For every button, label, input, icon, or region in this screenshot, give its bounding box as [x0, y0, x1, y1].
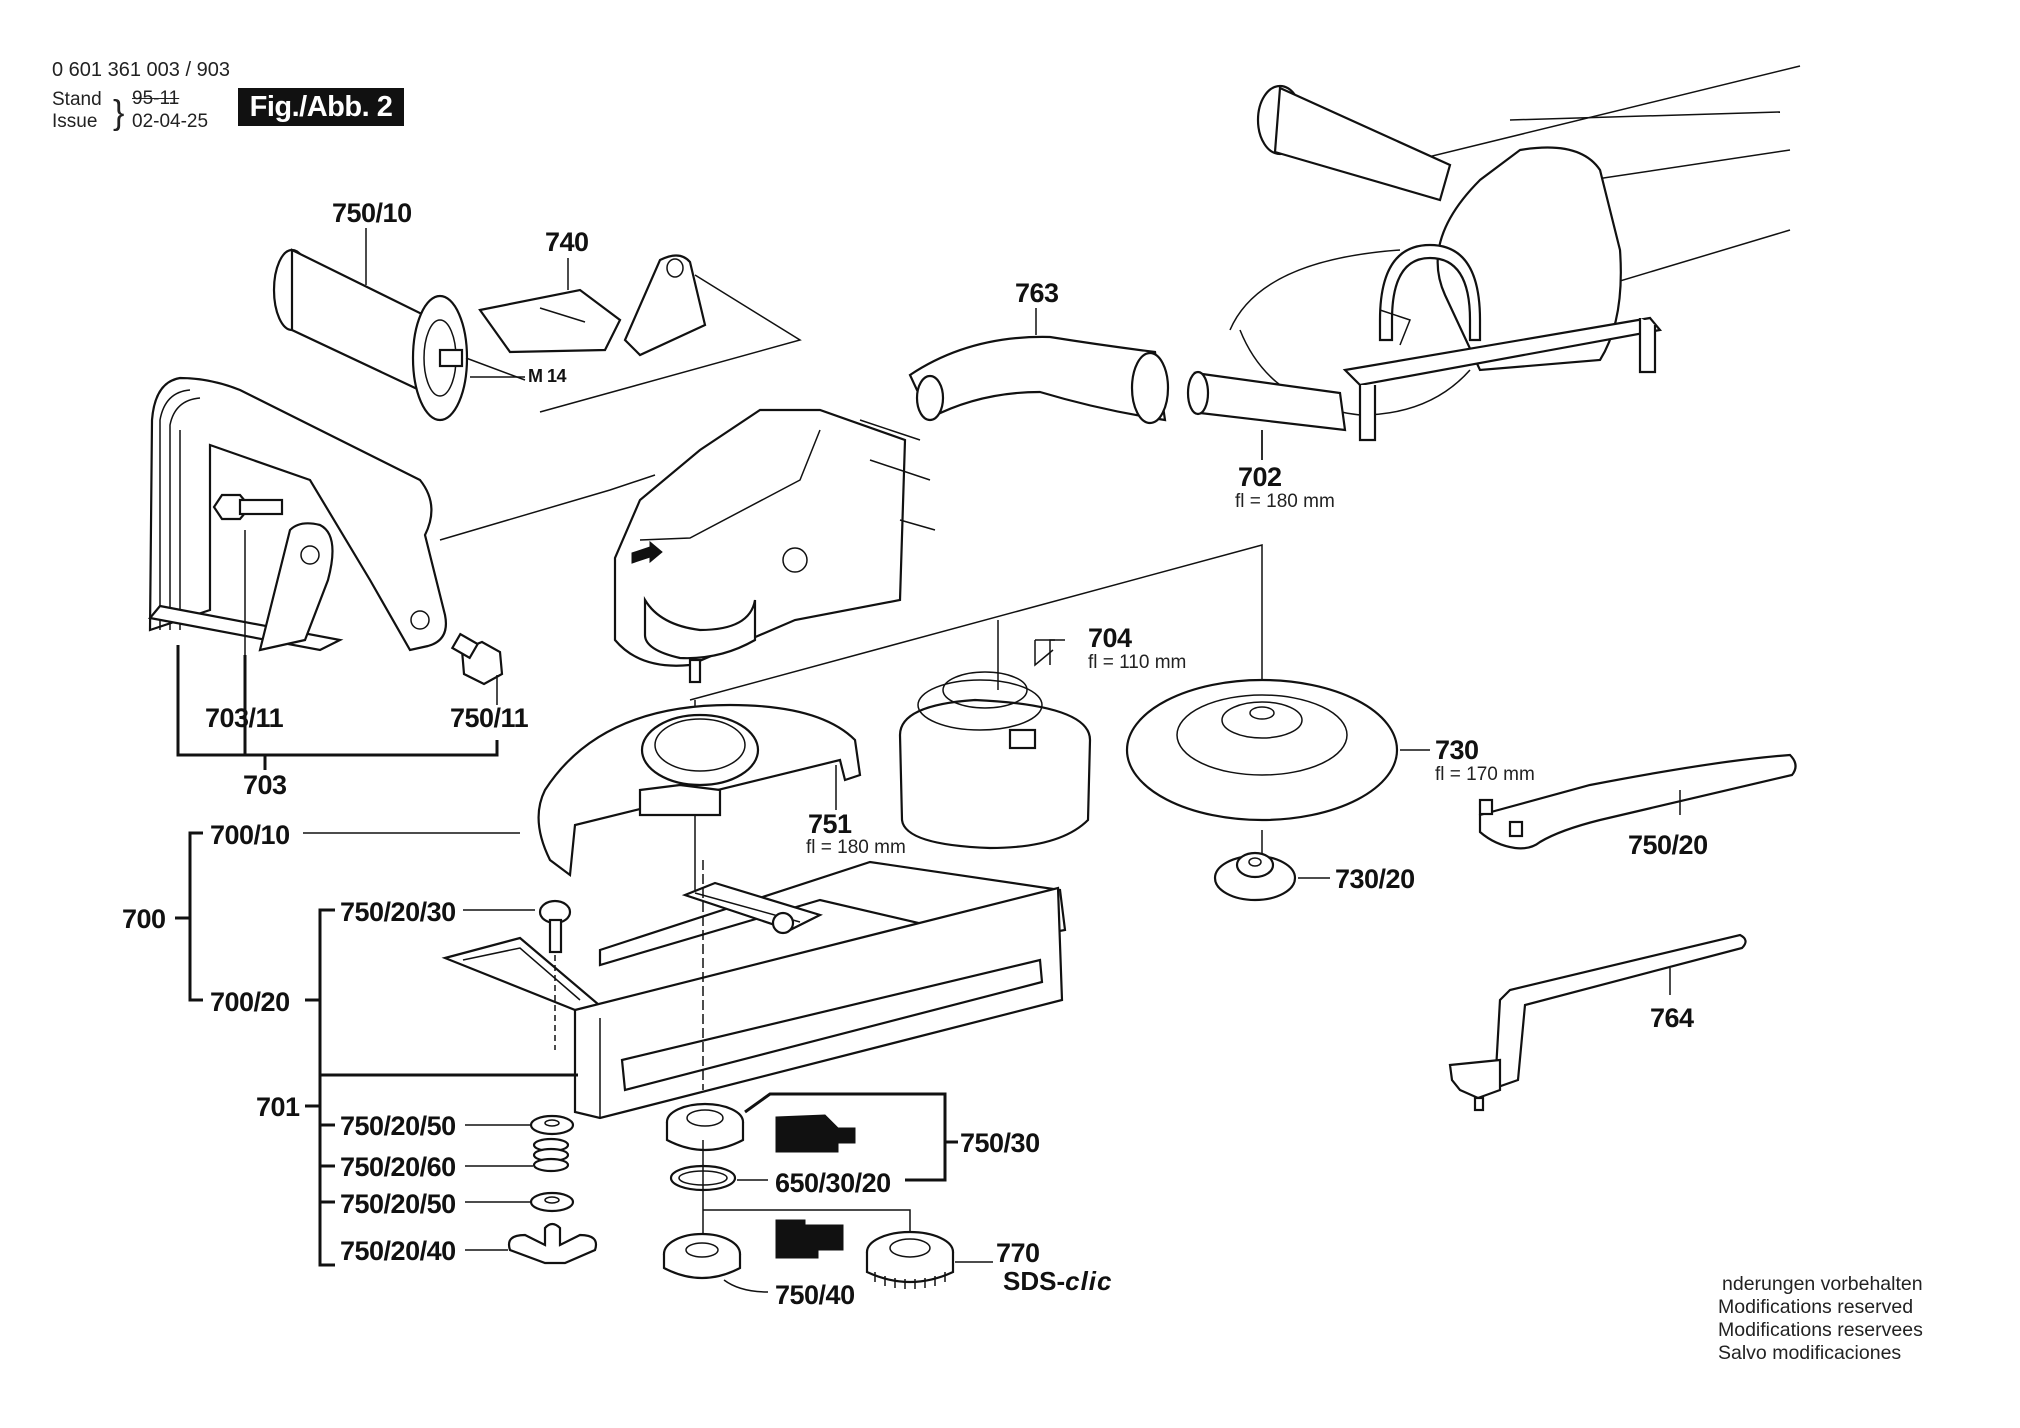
flange-750-40-illustration: [662, 1209, 911, 1280]
issue-value: 02-04-25: [132, 111, 209, 132]
handle-bow-703-illustration: [147, 376, 656, 686]
part-number: 0 601 361 003 / 903: [52, 59, 230, 81]
label-m14: M 14: [528, 366, 567, 386]
note-751: fl = 180 mm: [806, 837, 906, 858]
sds-suffix: clic: [1065, 1266, 1113, 1296]
label-701: 701: [256, 1092, 300, 1122]
guard-751-illustration: [537, 703, 862, 878]
brace-icon: }: [113, 94, 125, 132]
sds-clic-label: SDS-clic: [1003, 1266, 1113, 1297]
note-730: fl = 170 mm: [1435, 764, 1535, 785]
flange-730-20-illustration: [1213, 851, 1297, 902]
label-700: 700: [122, 904, 166, 934]
footer-line-de: nderungen vorbehalten: [1722, 1273, 1923, 1295]
label-730-20: 730/20: [1335, 864, 1415, 894]
label-764: 764: [1650, 1003, 1694, 1033]
label-750-11: 750/11: [450, 703, 529, 733]
label-750-20-40: 750/20/40: [340, 1236, 456, 1266]
footer-line-es: Salvo modificaciones: [1718, 1342, 1902, 1364]
label-750-20-30: 750/20/30: [340, 897, 456, 927]
label-700-10: 700/10: [210, 820, 290, 850]
alignment-line: [689, 544, 1263, 701]
extraction-hood-704-illustration: [898, 639, 1092, 850]
spanner-750-20-illustration: [1478, 753, 1797, 850]
angle-grinder-illustration: [613, 408, 936, 890]
bracket-740-illustration: [478, 254, 802, 413]
washer-stack-illustration: [507, 1114, 598, 1265]
assembled-grinder-illustration: [1229, 65, 1801, 442]
issue-label: Issue: [52, 111, 98, 132]
hose-763-illustration: [908, 335, 1170, 425]
bolt-750-20-30-illustration: [538, 899, 572, 1050]
label-703-11: 703/11: [205, 703, 284, 733]
label-750-20-50-a: 750/20/50: [340, 1111, 456, 1141]
label-763: 763: [1015, 278, 1059, 308]
label-751: 751: [808, 809, 852, 839]
footer-line-en: Modifications reserved: [1718, 1296, 1914, 1318]
guide-rail-700-20-illustration: [441, 860, 1067, 1120]
label-750-20-60: 750/20/60: [340, 1152, 456, 1182]
label-740: 740: [545, 227, 589, 257]
side-handle-illustration: [272, 248, 526, 422]
label-700-20: 700/20: [210, 987, 290, 1017]
leader-lines: [175, 228, 1430, 1293]
stand-value-struck: 95-11: [132, 88, 180, 109]
label-650-30-20: 650/30/20: [775, 1168, 891, 1198]
note-704: fl = 110 mm: [1088, 652, 1187, 673]
label-703: 703: [243, 770, 287, 800]
disc-730-illustration: [1125, 678, 1399, 860]
label-702: 702: [1238, 462, 1282, 492]
footer-line-fr: Modifications reservees: [1718, 1319, 1923, 1341]
sds-prefix: SDS-: [1003, 1266, 1066, 1296]
adapter-702-illustration: [1186, 370, 1347, 460]
label-750-20-50-b: 750/20/50: [340, 1189, 456, 1219]
note-702: fl = 180 mm: [1235, 491, 1335, 512]
spanner-764-illustration: [1448, 933, 1747, 1112]
label-704: 704: [1088, 623, 1132, 653]
modifications-note: nderungen vorbehalten Modifications rese…: [1718, 1273, 1923, 1365]
quick-nut-770-illustration: [865, 1230, 955, 1289]
label-750-20: 750/20: [1628, 830, 1708, 860]
label-750-30: 750/30: [960, 1128, 1040, 1158]
figure-label: Fig./Abb. 2: [238, 88, 404, 126]
label-770: 770: [996, 1238, 1040, 1268]
stand-label: Stand: [52, 89, 102, 110]
flange-nut-750-30-illustration: [665, 1102, 856, 1210]
label-750-40: 750/40: [775, 1280, 855, 1310]
label-730: 730: [1435, 735, 1479, 765]
label-750-10: 750/10: [332, 198, 412, 228]
